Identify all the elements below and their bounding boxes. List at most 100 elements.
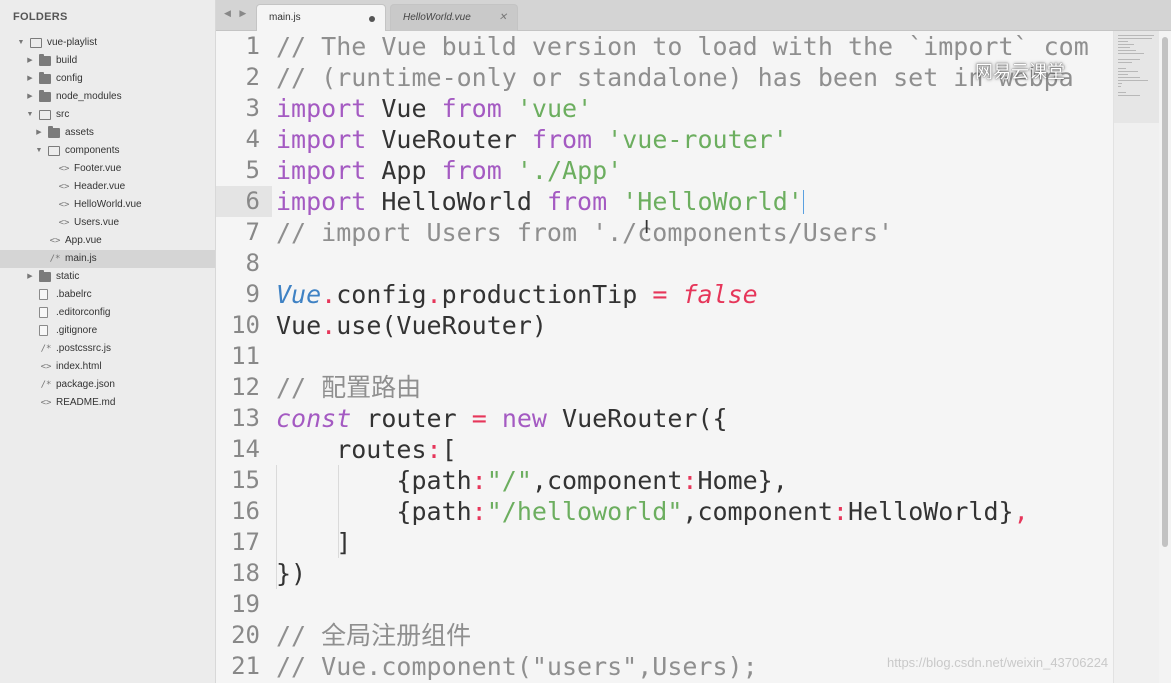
line-number: 13 [231,404,260,432]
sidebar-item[interactable]: <>index.html [0,358,215,376]
sidebar-item[interactable]: ▶assets [0,124,215,142]
sidebar-item[interactable]: /*package.json [0,376,215,394]
code-token: Vue [276,280,322,309]
line-number: 20 [231,621,260,649]
code-line: 14 routes:[ [216,434,1113,465]
string-literal: './App' [516,156,623,185]
sidebar-item[interactable]: .editorconfig [0,304,215,322]
chevron-down-icon[interactable]: ▼ [26,111,34,118]
vertical-scrollbar[interactable] [1159,31,1171,683]
chevron-down-icon[interactable]: ▼ [35,147,43,154]
indent-guide [276,465,277,589]
code-text: // import Users from './components/Users… [276,218,894,247]
line-number: 1 [245,32,260,60]
code-line: 2 // (runtime-only or standalone) has be… [216,62,1113,93]
folder-icon [39,72,51,84]
chevron-right-icon[interactable]: ▶ [27,93,33,100]
tab-helloworld-vue[interactable]: HelloWorld.vue ✕ [390,4,518,31]
code-line: 19 [216,589,1113,620]
sidebar-item[interactable]: /*.postcssrc.js [0,340,215,358]
chevron-right-icon[interactable]: ▶ [27,273,33,280]
code-token: {path [276,497,472,526]
minimap-line [1118,80,1148,81]
keyword: import [276,94,367,123]
line-number: 10 [231,311,260,339]
sidebar-item[interactable]: .babelrc [0,286,215,304]
sidebar-item-label: main.js [65,253,97,264]
sidebar-item[interactable]: ▶node_modules [0,88,215,106]
line-number: 18 [231,559,260,587]
sidebar-item[interactable]: ▶ build [0,52,215,70]
sidebar-item-label: Footer.vue [74,163,122,174]
code-text: // 配置路由 [276,373,422,402]
code-token: config [336,280,427,309]
watermark-url: https://blog.csdn.net/weixin_43706224 [887,655,1109,670]
minimap[interactable] [1113,31,1160,683]
folder-icon [39,54,51,66]
tab-main-js[interactable]: main.js [256,4,386,32]
code-line-current: 6 import HelloWorld from 'HelloWorld' [216,186,1113,217]
markup-file-icon: <> [58,218,70,228]
file-icon [39,325,48,336]
line-number: 17 [231,528,260,556]
modified-dot-icon[interactable] [369,16,375,22]
line-number: 9 [245,280,260,308]
tab-nav-arrows[interactable]: ◀ ▶ [224,8,250,18]
line-number: 19 [231,590,260,618]
code-token: productionTip [441,280,653,309]
sidebar-item-label: .babelrc [56,289,92,300]
sidebar-item-label: build [56,55,78,66]
minimap-line [1118,59,1140,60]
code-editor[interactable]: 1 // The Vue build version to load with … [216,31,1113,683]
minimap-line [1118,83,1122,84]
line-number: 14 [231,435,260,463]
code-token: : [471,497,487,526]
code-token: . [321,280,337,309]
code-text: // 全局注册组件 [276,621,472,650]
sidebar-item-label: package.json [56,379,115,390]
sidebar-item[interactable]: <>Users.vue [0,214,215,232]
sidebar-item-label: .postcssrc.js [56,343,112,354]
minimap-line [1118,71,1138,72]
code-token: HelloWorld} [847,497,1014,526]
sidebar-item[interactable]: <>HelloWorld.vue [0,196,215,214]
line-number: 15 [231,466,260,494]
chevron-right-icon[interactable]: ▶ [27,75,33,82]
sidebar-item[interactable]: /* main.js [0,250,215,268]
sidebar-item[interactable]: ▼components [0,142,215,160]
chevron-down-icon[interactable]: ▼ [17,39,25,46]
code-token [607,187,622,216]
code-line: 4 import VueRouter from 'vue-router' [216,124,1113,155]
sidebar-item[interactable]: <>Footer.vue [0,160,215,178]
script-file-icon: /* [49,254,61,264]
code-token: App [366,156,442,185]
sidebar-item[interactable]: ▼vue-playlist [0,34,215,52]
sidebar-item[interactable]: <>App.vue [0,232,215,250]
sidebar-item[interactable]: <>README.md [0,394,215,412]
sidebar-item-label: .gitignore [56,325,98,336]
minimap-line [1118,95,1140,96]
sidebar-item[interactable]: ▶config [0,70,215,88]
chevron-right-icon[interactable]: ▶ [36,129,42,136]
keyword: new [501,404,547,433]
operator: = [652,280,668,309]
code-text: import Vue from 'vue' [276,93,592,124]
sidebar-item[interactable]: .gitignore [0,322,215,340]
sidebar-item[interactable]: ▶static [0,268,215,286]
boolean-literal: false [682,280,758,309]
close-icon[interactable]: ✕ [498,12,507,23]
keyword: from [546,187,608,216]
code-token: router [351,404,472,433]
sidebar-item[interactable]: <>Header.vue [0,178,215,196]
scrollbar-thumb[interactable] [1162,37,1168,547]
code-token: . [426,280,442,309]
code-token: HelloWorld [366,187,547,216]
sidebar-item[interactable]: ▼src [0,106,215,124]
code-line: 20 // 全局注册组件 [216,620,1113,651]
code-text: // (runtime-only or standalone) has been… [276,63,1074,92]
folder-open-icon [30,38,42,48]
code-line: 7 // import Users from './components/Use… [216,217,1113,248]
tab-label: main.js [269,12,301,23]
chevron-right-icon[interactable]: ▶ [27,57,33,64]
keyword: import [276,187,367,216]
